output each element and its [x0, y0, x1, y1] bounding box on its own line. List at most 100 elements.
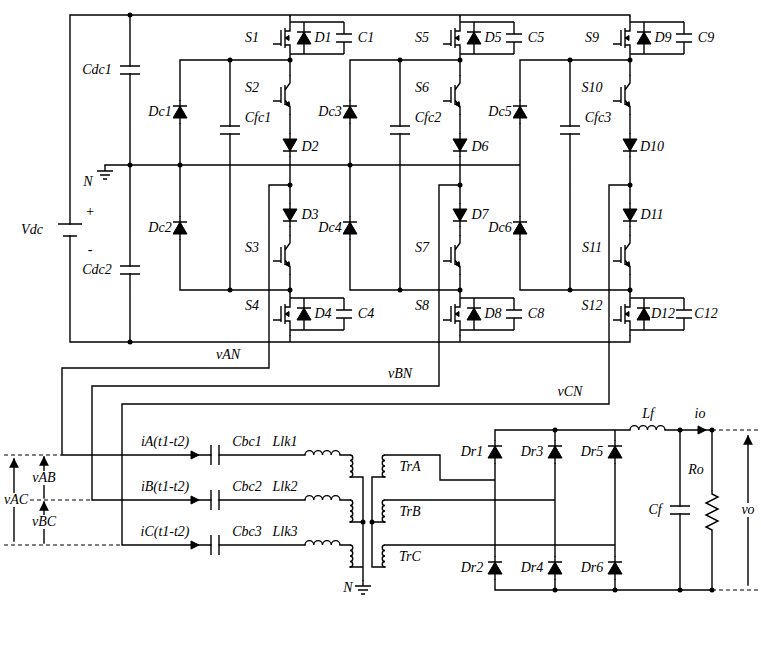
junction-dot: [178, 163, 183, 168]
junction-dot: [458, 183, 463, 188]
diode-symbol: [453, 203, 467, 227]
junction-dot: [348, 163, 353, 168]
component-label: Dc5: [487, 105, 512, 119]
rectifier-diode-symbol: [548, 440, 562, 464]
component-label: S4: [244, 299, 260, 313]
component-label: Cbc1: [231, 435, 263, 449]
component-label: Dc2: [147, 221, 172, 235]
capacitor-symbol: [560, 126, 580, 134]
component-label: TrB: [398, 505, 421, 519]
component-label: C8: [527, 307, 545, 321]
component-label: Dc4: [317, 221, 342, 235]
junction-dot: [458, 288, 463, 293]
component-label: S2: [244, 81, 260, 95]
component-label: Dr6: [580, 561, 605, 575]
component-label: -: [87, 243, 94, 257]
component-label: iB(t1-t2): [140, 480, 190, 494]
component-label: Dc6: [487, 221, 512, 235]
component-label: D5: [483, 31, 502, 45]
capacitor-symbol: [220, 126, 240, 134]
junction-dot: [458, 58, 463, 63]
capacitor-symbol: [211, 535, 219, 555]
component-label: vAN: [215, 348, 241, 362]
component-label: S6: [414, 81, 430, 95]
junction-dot: [128, 163, 133, 168]
component-label: Llk3: [272, 525, 299, 539]
component-label: Cdc1: [81, 63, 113, 77]
clamp-diode-symbol: [513, 100, 527, 124]
component-label: C1: [357, 31, 375, 45]
component-label: Cf: [647, 503, 662, 517]
junction-dot: [553, 588, 558, 593]
rectifier-diode-symbol: [608, 556, 622, 580]
clamp-diode-symbol: [173, 216, 187, 240]
clamp-diode-symbol: [173, 100, 187, 124]
component-label: Dr2: [460, 561, 485, 575]
component-label: D7: [470, 208, 489, 222]
capacitor-symbol: [120, 266, 140, 274]
component-label: Ro: [687, 463, 705, 477]
component-label: D12: [650, 307, 676, 321]
inductor-symbol: [630, 426, 665, 430]
terminal-dashed-line: [4, 430, 758, 590]
junction-dot: [288, 58, 293, 63]
junction-dot: [398, 288, 403, 293]
junction-dot: [128, 13, 133, 18]
component-label: iA(t1-t2): [140, 435, 190, 449]
junction-dot: [228, 58, 233, 63]
junction-dot: [568, 58, 573, 63]
junction-dot: [568, 288, 573, 293]
component-label: Llk1: [272, 435, 299, 449]
component-label: Cbc3: [231, 525, 263, 539]
capacitor-symbol: [390, 126, 410, 134]
component-label: vBC: [31, 515, 57, 529]
transformer-winding: [350, 455, 353, 477]
component-label: Cfc1: [244, 111, 272, 125]
rectifier-diode-symbol: [608, 440, 622, 464]
component-label: io: [694, 407, 707, 421]
inverter-wiring: [62, 15, 630, 545]
diode-symbol: [453, 133, 467, 157]
igbt-symbol: [613, 235, 630, 275]
component-label: S1: [244, 31, 260, 45]
component-label: Vdc: [20, 223, 44, 237]
component-label: D4: [313, 307, 332, 321]
diode-symbol: [623, 133, 637, 157]
capacitor-symbol: [211, 490, 219, 510]
transformer-winding: [382, 500, 385, 522]
component-label: D8: [483, 307, 502, 321]
battery-symbol: [58, 224, 82, 236]
component-label: vAB: [31, 471, 56, 485]
component-label: D2: [300, 140, 319, 154]
junction-dot: [628, 58, 633, 63]
component-label: S5: [414, 31, 430, 45]
component-label: N: [82, 175, 93, 189]
junction-dot: [678, 588, 683, 593]
component-label: vBN: [387, 367, 413, 381]
component-label: iC(t1-t2): [140, 525, 191, 539]
component-label: vAC: [3, 493, 29, 507]
junction-dots: [128, 13, 715, 593]
component-label: S9: [584, 31, 600, 45]
component-label: vCN: [557, 385, 584, 399]
rectifier-diode-symbol: [488, 440, 502, 464]
transformer-winding: [382, 545, 385, 567]
mosfet-symbol: [273, 16, 352, 60]
junction-dot: [398, 58, 403, 63]
junction-dot: [128, 340, 133, 345]
junction-dot: [678, 428, 683, 433]
mosfet-symbol: [443, 16, 522, 60]
inductor-symbol: [305, 541, 340, 545]
inductor-symbol: [305, 451, 340, 455]
component-label: Cfc3: [584, 111, 612, 125]
transformer-winding: [350, 500, 353, 522]
junction-dot: [710, 588, 715, 593]
component-label: S10: [581, 81, 604, 95]
component-label: Cdc2: [81, 263, 113, 277]
inductor-symbol: [305, 496, 340, 500]
clamp-diode-symbol: [513, 216, 527, 240]
component-label: Dr4: [520, 561, 545, 575]
junction-dot: [628, 288, 633, 293]
